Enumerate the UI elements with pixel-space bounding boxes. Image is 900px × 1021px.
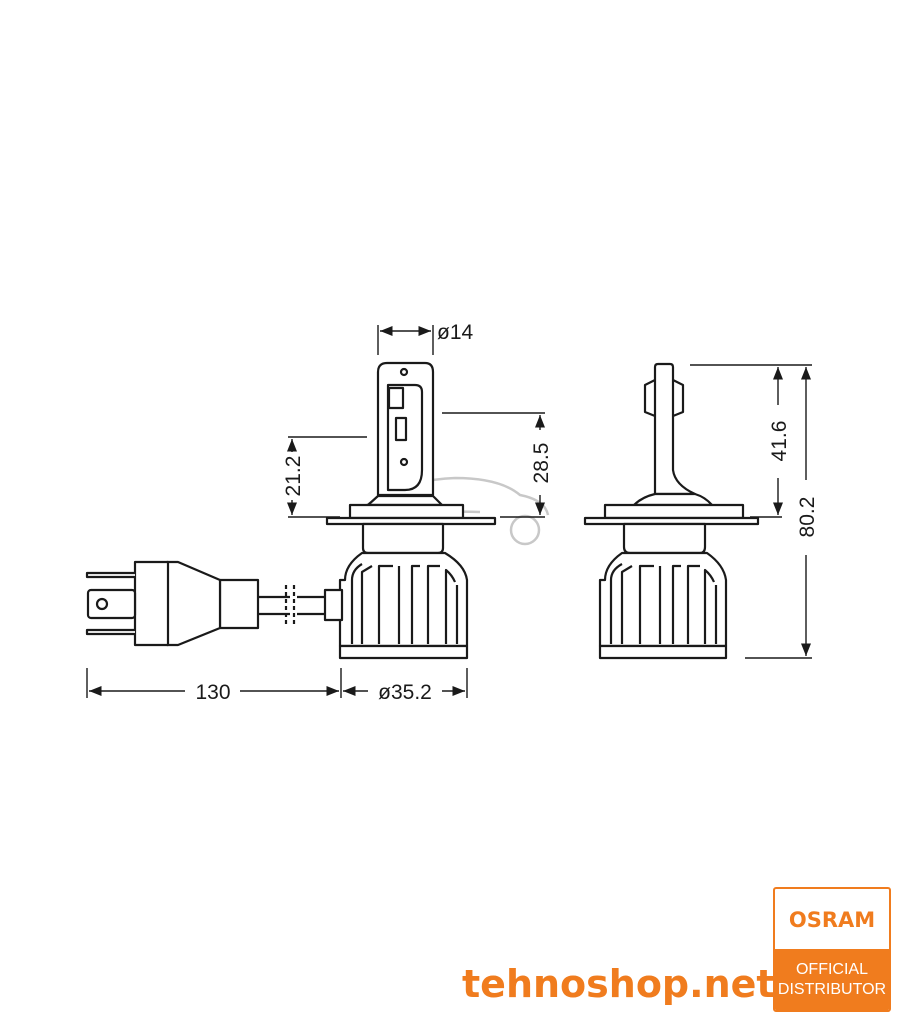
- side-view-bulb: [583, 362, 760, 660]
- site-logo: tehnoshop.net: [462, 962, 775, 1006]
- distributor-label: OFFICIAL DISTRIBUTOR: [775, 949, 889, 1010]
- dim-heatsink-diameter: ø35.2: [378, 681, 432, 704]
- dim-80-2: 80.2: [796, 497, 819, 538]
- osram-logo: OSRAM: [788, 908, 876, 932]
- dim-41-6: 41.6: [768, 421, 791, 462]
- front-view-bulb: [85, 361, 497, 660]
- dim-stem-diameter: ø14: [437, 321, 474, 344]
- dim-cable-length: 130: [195, 681, 230, 704]
- badge-line-2: DISTRIBUTOR: [777, 980, 887, 998]
- dim-28-5: 28.5: [530, 443, 553, 484]
- osram-distributor-badge: OSRAM OFFICIAL DISTRIBUTOR: [773, 887, 891, 1012]
- badge-line-1: OFFICIAL: [795, 960, 868, 978]
- dim-21-2: 21.2: [282, 456, 305, 497]
